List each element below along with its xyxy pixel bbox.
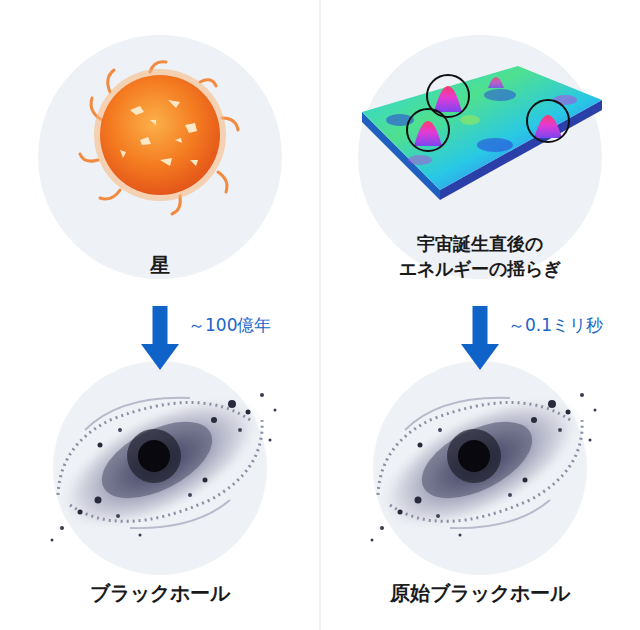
arrow-head	[141, 344, 179, 370]
circle-node: 星	[40, 35, 280, 300]
label-box: 原始ブラックホール	[362, 580, 598, 607]
circle-node: ブラックホール	[40, 372, 280, 607]
arrow-shaft	[153, 306, 168, 345]
circle-node: 宇宙誕生直後の エネルギーの揺らぎ	[360, 35, 600, 300]
flow-arrow	[461, 306, 499, 370]
arrow-shaft	[473, 306, 488, 345]
arrow-head	[461, 344, 499, 370]
node-label: 星	[50, 252, 270, 279]
label-box: 宇宙誕生直後の エネルギーの揺らぎ	[388, 232, 572, 281]
label-box: 星	[50, 252, 270, 279]
duration-label: ～0.1ミリ秒	[506, 314, 605, 337]
duration-label: ～100億年	[186, 314, 273, 337]
label-box: ブラックホール	[42, 580, 278, 607]
node-label: 宇宙誕生直後の エネルギーの揺らぎ	[388, 232, 572, 281]
node-label: 原始ブラックホール	[362, 580, 598, 607]
node-label: ブラックホール	[42, 580, 278, 607]
flow-arrow	[141, 306, 179, 370]
circle-node: 原始ブラックホール	[360, 372, 600, 607]
